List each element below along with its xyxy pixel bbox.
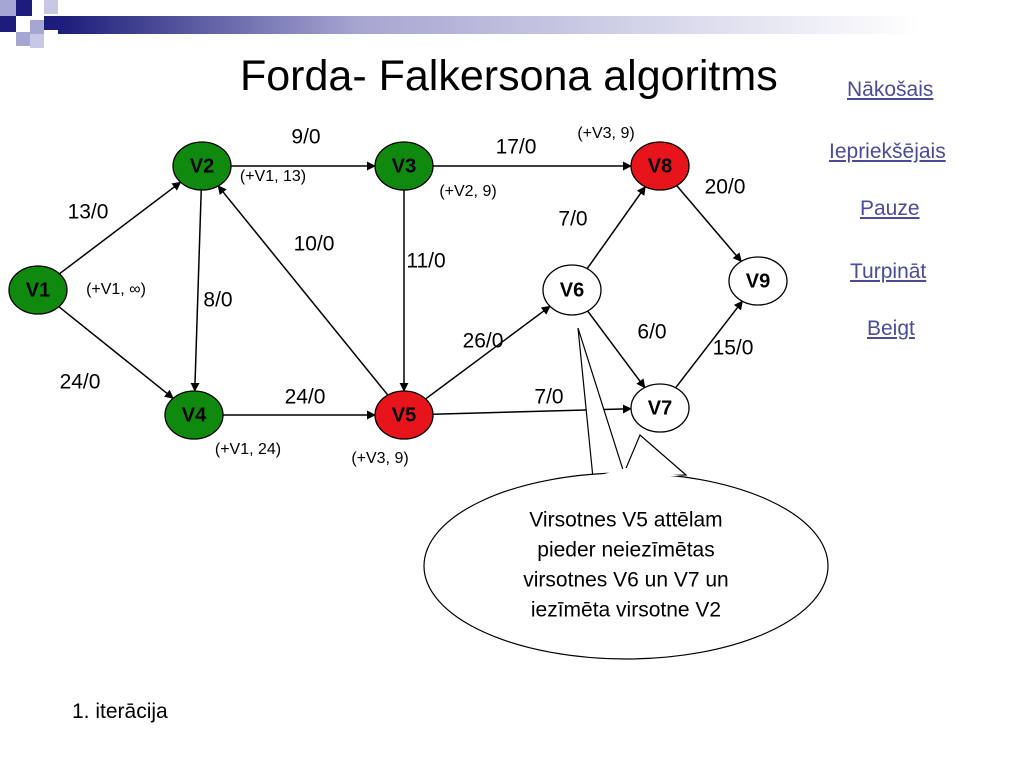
node-circle bbox=[374, 141, 434, 191]
edge-label: 8/0 bbox=[203, 289, 232, 312]
edge-label: 26/0 bbox=[463, 330, 504, 353]
edge-v6-v8 bbox=[586, 185, 646, 270]
pause-link[interactable]: Pauze bbox=[860, 197, 920, 220]
edge-label: 15/0 bbox=[713, 337, 754, 360]
edge-label: 10/0 bbox=[294, 233, 335, 256]
node-label: V3 bbox=[392, 155, 416, 177]
node-v2: V2 bbox=[172, 141, 232, 191]
edge-v1-v2 bbox=[58, 181, 182, 275]
callout-line: Virsotnes V5 attēlam bbox=[529, 509, 722, 532]
edge-v1-v4 bbox=[58, 306, 174, 399]
node-label: V4 bbox=[182, 404, 207, 426]
callout-bubble bbox=[423, 472, 829, 660]
node-mark-v4: (+V1, 24) bbox=[215, 441, 281, 458]
node-v7: V7 bbox=[630, 383, 690, 433]
labels-layer: 13/0 24/0 9/0 8/0 10/0 17/0 11/0 24/0 26/0 7/0 7/0… bbox=[60, 125, 754, 467]
edge-label: 9/0 bbox=[291, 126, 320, 149]
callout-line: virsotnes V6 un V7 un bbox=[523, 569, 728, 592]
callout-layer: Virsotnes V5 attēlam pieder neiezīmētas vi… bbox=[423, 327, 829, 660]
node-circle bbox=[630, 141, 690, 191]
slide-title: Forda- Falkersona algoritms bbox=[240, 52, 778, 100]
banner-bar bbox=[58, 16, 918, 34]
node-v1: V1 bbox=[8, 265, 68, 315]
edges-layer bbox=[58, 161, 743, 420]
node-circle bbox=[630, 383, 690, 433]
node-mark-v5: (+V3, 9) bbox=[351, 450, 408, 467]
node-circle bbox=[728, 256, 788, 306]
edge-label: 7/0 bbox=[558, 208, 587, 231]
banner-square bbox=[44, 16, 58, 30]
edge-label: 6/0 bbox=[637, 321, 666, 344]
iteration-label: 1. iterācija bbox=[72, 700, 168, 723]
node-mark-v2: (+V1, 13) bbox=[240, 168, 306, 185]
node-v8: V8 bbox=[630, 141, 690, 191]
edge-v5-v6 bbox=[425, 305, 551, 400]
callout-line: iezīmēta virsotne V2 bbox=[531, 599, 721, 622]
edge-label: 13/0 bbox=[68, 201, 109, 224]
banner-square bbox=[16, 16, 32, 32]
node-v4: V4 bbox=[164, 390, 224, 440]
node-mark-v3: (+V2, 9) bbox=[439, 183, 496, 200]
node-circle bbox=[172, 141, 232, 191]
banner-square bbox=[0, 0, 16, 16]
node-v3: V3 bbox=[374, 141, 434, 191]
node-label: V6 bbox=[560, 279, 584, 301]
banner-square bbox=[0, 16, 16, 32]
node-circle bbox=[8, 265, 68, 315]
edge-v2-v4 bbox=[190, 189, 202, 392]
edge-label: 24/0 bbox=[60, 371, 101, 394]
banner-square bbox=[16, 0, 32, 16]
node-label: V7 bbox=[648, 397, 672, 419]
decorative-banner bbox=[0, 0, 918, 48]
node-circle bbox=[164, 390, 224, 440]
node-circle bbox=[542, 264, 602, 316]
node-circle bbox=[374, 390, 434, 440]
banner-square bbox=[30, 20, 44, 34]
node-label: V1 bbox=[26, 279, 50, 301]
callout-seam bbox=[597, 468, 683, 476]
edge-v8-v9 bbox=[676, 185, 742, 263]
edge-label: 17/0 bbox=[496, 136, 537, 159]
edge-label: 24/0 bbox=[285, 386, 326, 409]
edge-v7-v9 bbox=[675, 300, 743, 389]
node-label: V8 bbox=[648, 155, 672, 177]
edge-label: 20/0 bbox=[705, 176, 746, 199]
banner-square bbox=[30, 34, 44, 48]
edge-label: 11/0 bbox=[406, 250, 445, 273]
node-v9: V9 bbox=[728, 256, 788, 306]
edge-v6-v7 bbox=[587, 310, 646, 389]
edge-v5-v2 bbox=[217, 185, 389, 396]
end-link[interactable]: Beigt bbox=[867, 317, 915, 340]
next-link[interactable]: Nākošais bbox=[847, 78, 934, 101]
edge-label: 7/0 bbox=[534, 386, 563, 409]
continue-link[interactable]: Turpināt bbox=[850, 260, 927, 283]
banner-square bbox=[16, 32, 30, 46]
node-mark-v8: (+V3, 9) bbox=[577, 125, 634, 142]
previous-link[interactable]: Iepriekšējais bbox=[829, 140, 946, 163]
node-label: V9 bbox=[746, 270, 770, 292]
node-v5: V5 bbox=[374, 390, 434, 440]
callout-line: pieder neiezīmētas bbox=[537, 539, 714, 562]
node-label: V2 bbox=[190, 155, 214, 177]
node-v6: V6 bbox=[542, 264, 602, 316]
node-label: V5 bbox=[392, 404, 416, 426]
node-mark-v1: (+V1, ∞) bbox=[86, 281, 146, 298]
banner-square bbox=[44, 0, 58, 14]
